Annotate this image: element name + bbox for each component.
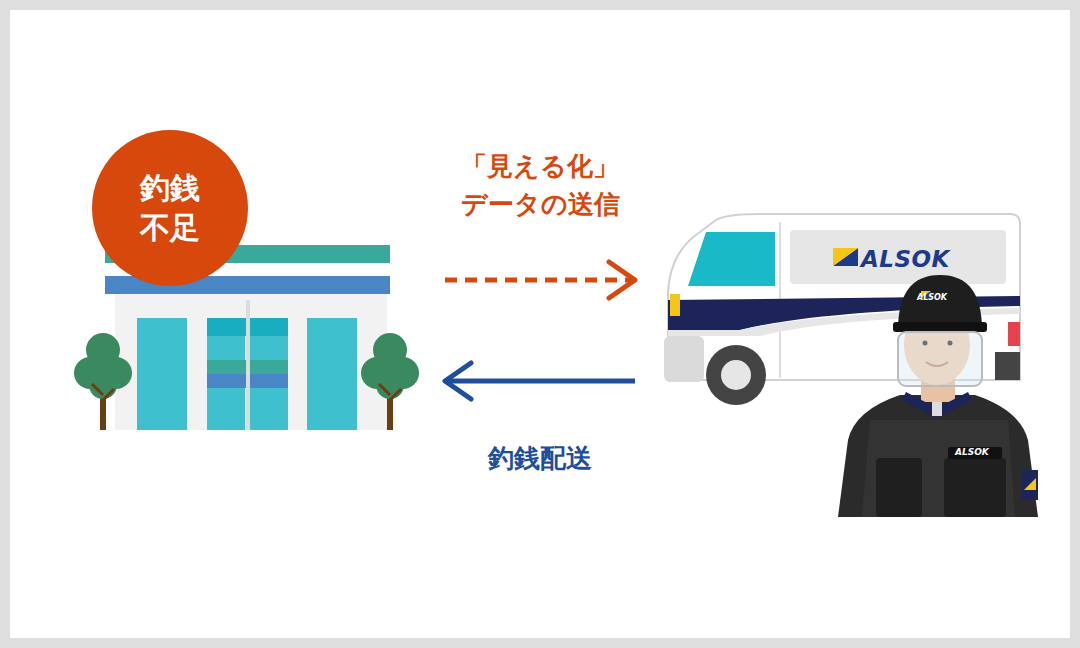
arrow-label: 釣銭配送 [421,440,659,478]
arrow-label: 「見える化」 データの送信 [421,148,659,223]
helmet-logo-text: ALSOK [917,293,947,302]
flow-arrow [445,262,635,298]
status-badge: 釣銭 不足 [92,130,248,286]
status-badge-text: 釣銭 不足 [136,168,205,249]
vest-logo-text: ALSOK [955,447,989,457]
logo-text: ALSOK [861,246,950,272]
flow-arrow [445,363,635,399]
shop-node: 釣銭 不足 [45,130,438,430]
van-node: ALSOK [642,215,1022,405]
